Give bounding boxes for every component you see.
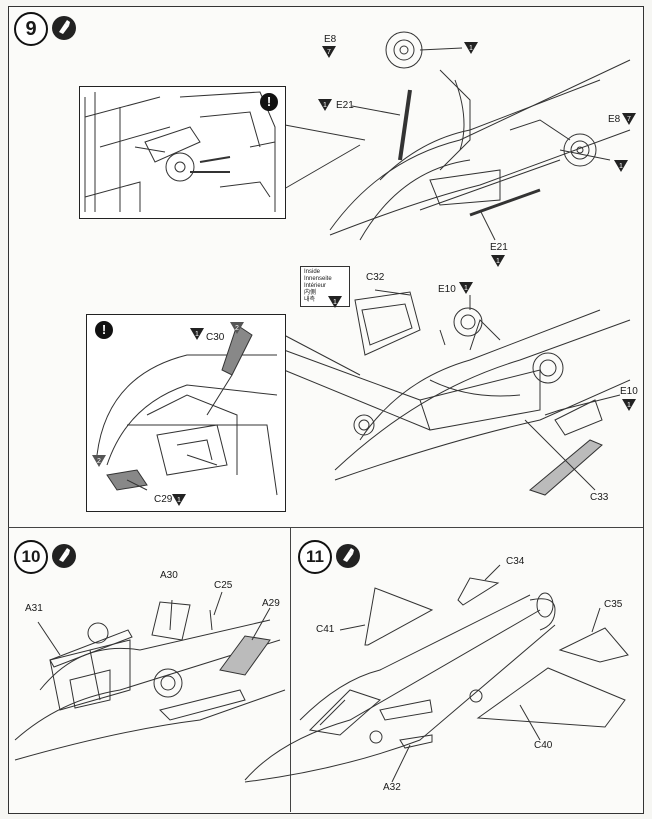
part-label-c40: C40 — [534, 740, 553, 751]
triangle-badge-icon: 1 — [459, 282, 473, 294]
part-label-c33: C33 — [590, 492, 609, 503]
part-label-e21: E21 — [490, 242, 508, 253]
step-number-11: 11 — [298, 540, 332, 574]
svg-text:1: 1 — [496, 258, 500, 265]
part-label-a30: A30 — [160, 570, 178, 581]
triangle-badge-icon: 1 — [622, 399, 636, 411]
glue-bottle-icon — [52, 544, 76, 568]
glue-bottle-icon — [52, 16, 76, 40]
exclamation-icon: ! — [95, 321, 113, 339]
part-label-c30: C30 — [206, 332, 225, 343]
svg-text:1: 1 — [177, 497, 181, 504]
part-label-e10: E10 — [438, 284, 456, 295]
svg-text:7: 7 — [627, 116, 631, 123]
triangle-badge-icon: 7 — [622, 113, 636, 125]
note-line-fr: Intérieur — [304, 283, 327, 289]
svg-text:1: 1 — [469, 45, 473, 52]
note-line-ja: 内側 — [304, 290, 317, 296]
triangle-badge-icon: 1 — [318, 99, 332, 111]
part-label-c34: C34 — [506, 556, 525, 567]
inside-surface-note: Inside Innenseite Intérieur 内側 내측 — [300, 266, 350, 307]
triangle-badge-icon: 1 — [190, 328, 204, 340]
svg-text:1: 1 — [195, 331, 199, 338]
part-label-e21: E21 — [336, 100, 354, 111]
part-label-c41: C41 — [316, 624, 335, 635]
part-label-e8: E8 — [324, 34, 337, 45]
triangle-badge-icon: 7 — [322, 46, 336, 58]
note-line-en: Inside — [304, 269, 321, 275]
part-label-c35: C35 — [604, 599, 623, 610]
part-label-e10: E10 — [620, 386, 638, 397]
part-label-a31: A31 — [25, 603, 43, 614]
section-divider-horizontal — [8, 527, 643, 528]
part-label-c32: C32 — [366, 272, 385, 283]
triangle-badge-icon: 1 — [328, 296, 342, 308]
detail-inset-gear-bay: ! — [79, 86, 286, 219]
svg-text:1: 1 — [323, 102, 327, 109]
part-label-c25: C25 — [214, 580, 233, 591]
triangle-badge-icon: 2 — [92, 455, 106, 467]
detail-inset-cockpit-well: ! — [86, 314, 286, 512]
svg-text:7: 7 — [327, 49, 331, 56]
svg-text:1: 1 — [627, 402, 631, 409]
exclamation-icon: ! — [260, 93, 278, 111]
part-label-e8: E8 — [608, 114, 621, 125]
section-divider-vertical — [290, 528, 291, 812]
note-line-de: Innenseite — [304, 276, 332, 282]
triangle-badge-icon: 1 — [614, 160, 628, 172]
triangle-badge-icon: 1 — [491, 255, 505, 267]
triangle-badge-icon: 1 — [172, 494, 186, 506]
triangle-badge-icon: 1 — [464, 42, 478, 54]
svg-text:1: 1 — [464, 285, 468, 292]
part-label-a32: A32 — [383, 782, 401, 793]
svg-text:1: 1 — [619, 163, 623, 170]
note-line-ko: 내측 — [304, 297, 316, 303]
svg-text:2: 2 — [235, 325, 239, 332]
svg-text:1: 1 — [333, 299, 337, 306]
part-label-a29: A29 — [262, 598, 280, 609]
triangle-badge-icon: 2 — [230, 322, 244, 334]
part-label-c29: C29 — [154, 494, 173, 505]
svg-text:2: 2 — [97, 458, 101, 465]
glue-bottle-icon — [336, 544, 360, 568]
step-number-9: 9 — [14, 12, 48, 46]
step-number-10: 10 — [14, 540, 48, 574]
